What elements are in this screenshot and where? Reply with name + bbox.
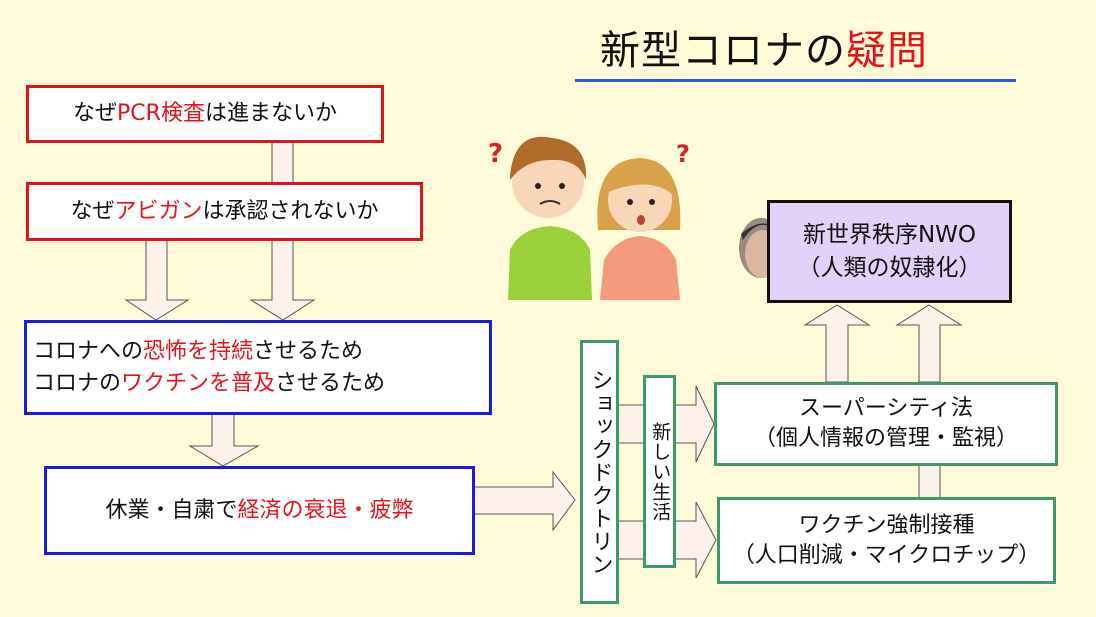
text: は承認されないか [202, 198, 379, 224]
supercity-box: スーパーシティ法 （個人情報の管理・監視） [714, 382, 1058, 466]
purpose-line-2: コロナのワクチンを普及させるため [33, 368, 385, 400]
connector-q1-q2 [271, 141, 294, 185]
highlight: PCR検査 [117, 101, 205, 127]
highlight: ワクチンを普及 [121, 370, 276, 396]
question-mark-icon: ? [676, 140, 690, 168]
purpose-line-1: コロナへの恐怖を持続させるため [33, 336, 363, 368]
text: 休業・自粛で [105, 497, 238, 523]
new-life-box: 新しい生活 [643, 375, 676, 568]
text: なぜ [70, 198, 115, 224]
nwo-subtitle: （人類の奴隷化） [797, 254, 982, 281]
text: は進まないか [204, 101, 337, 127]
down-arrow-economy [188, 413, 260, 467]
down-arrow-left [124, 239, 190, 321]
text: コロナへの [33, 338, 144, 364]
nwo-box: 新世界秩序NWO （人類の奴隷化） [767, 200, 1012, 303]
economy-text: 休業・自粛で経済の衰退・疲弊 [105, 495, 413, 527]
shock-doctrine-box: ショックドクトリン [580, 340, 619, 604]
question-box-pcr: なぜPCR検査は進まないか [26, 85, 384, 143]
question-mark-icon: ? [488, 139, 503, 169]
title-highlight: 疑問 [846, 28, 928, 74]
question-box-avigan: なぜアビガンは承認されないか [26, 182, 423, 241]
up-arrow-right [895, 304, 963, 383]
connector-vaccine-supercity [918, 464, 941, 499]
title-underline [575, 79, 1016, 82]
man-hair [510, 136, 587, 180]
purpose-box: コロナへの恐怖を持続させるため コロナのワクチンを普及させるため [24, 320, 492, 415]
highlight: 経済の衰退・疲弊 [237, 497, 414, 523]
highlight: アビガン [114, 198, 203, 224]
man-body [508, 226, 592, 300]
text: させるため [275, 370, 386, 396]
supercity-subtitle: （個人情報の管理・監視） [753, 426, 1018, 451]
page-title: 新型コロナの疑問 [600, 18, 928, 76]
right-arrow-shock [473, 470, 576, 532]
text: なぜ [73, 101, 118, 127]
man-face [512, 146, 584, 218]
confused-people-illustration: ? ? [488, 136, 690, 300]
down-arrow-right [249, 239, 316, 321]
supercity-title: スーパーシティ法 [798, 396, 974, 422]
text: コロナの [33, 370, 122, 396]
shock-doctrine-label: ショックドクトリン [587, 368, 613, 576]
text: させるため [253, 338, 364, 364]
up-arrow-left [803, 304, 871, 383]
highlight: 恐怖を持続 [143, 338, 254, 364]
question-text: なぜアビガンは承認されないか [70, 196, 378, 228]
vaccine-box: ワクチン強制接種 （人口削減・マイクロチップ） [717, 497, 1056, 584]
title-text: 新型コロナの [600, 28, 846, 74]
woman-body [600, 236, 680, 300]
question-text: なぜPCR検査は進まないか [73, 98, 337, 130]
nwo-title: 新世界秩序NWO [802, 222, 977, 249]
vaccine-title: ワクチン強制接種 [798, 512, 975, 538]
vaccine-subtitle: （人口削減・マイクロチップ） [732, 542, 1041, 568]
new-life-label: 新しい生活 [649, 421, 672, 522]
economy-box: 休業・自粛で経済の衰退・疲弊 [44, 466, 475, 555]
